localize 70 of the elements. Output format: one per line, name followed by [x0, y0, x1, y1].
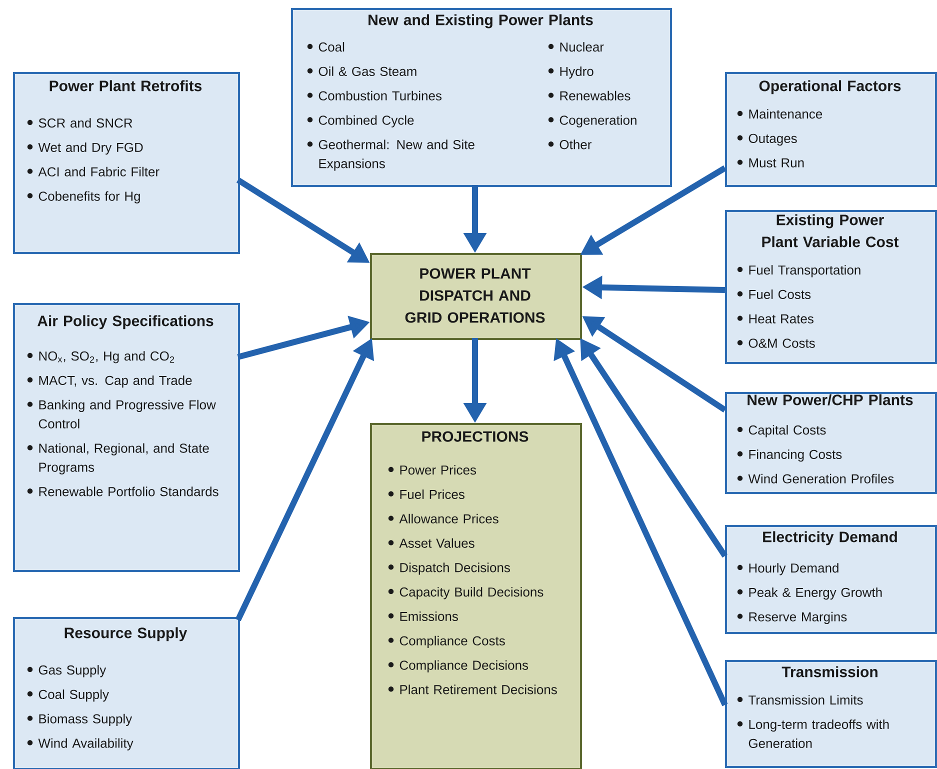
- info-box: [291, 8, 672, 187]
- heading: POWER PLANT DISPATCH AND GRID OPERATIONS: [405, 268, 545, 323]
- heading: New and Existing Power Plants: [368, 14, 593, 28]
- bullet-item: Geothermal: New and Site Expansions: [318, 140, 474, 171]
- bullet-item: Fuel Prices: [400, 489, 464, 500]
- bullet-item: Oil & Gas Steam: [318, 66, 416, 76]
- bullet-item: Maintenance: [749, 109, 822, 119]
- bullet-item: Financing Costs: [749, 449, 842, 462]
- heading: Electricity Demand: [763, 531, 897, 546]
- bullet-item: Nuclear: [560, 42, 604, 52]
- info-box: [13, 72, 240, 254]
- bullet-item: Cobenefits for Hg: [38, 191, 140, 204]
- heading: Air Policy Specifications: [38, 315, 214, 330]
- bullet-item: Fuel Costs: [749, 289, 811, 300]
- bullet-item: Wind Generation Profiles: [748, 474, 894, 484]
- bullet-item: Heat Rates: [749, 314, 814, 324]
- bullet-item: Coal Supply: [38, 689, 109, 702]
- heading: Power Plant Retrofits: [50, 80, 202, 92]
- heading: Operational Factors: [759, 80, 901, 94]
- bullet-item: Renewable Portfolio Standards: [39, 486, 218, 496]
- bullet-item: Banking and Progressive Flow Control: [38, 400, 216, 428]
- bullet-item: Compliance Decisions: [400, 660, 528, 672]
- info-box: [370, 423, 582, 769]
- bullet-item: SCR and SNCR: [38, 118, 132, 128]
- bullet-item: Hydro: [560, 66, 594, 79]
- bullet-item: Capacity Build Decisions: [400, 587, 544, 600]
- bullet-item: Fuel Transportation: [749, 265, 860, 278]
- heading: New Power/CHP Plants: [748, 394, 913, 406]
- heading: PROJECTIONS: [422, 431, 528, 442]
- bullet-item: Plant Retirement Decisions: [400, 684, 557, 694]
- bullet-item: Gas Supply: [38, 665, 106, 678]
- bullet-item: Coal: [318, 42, 344, 52]
- info-box: [13, 617, 240, 769]
- bullet-item: O&M Costs: [748, 338, 815, 348]
- bullet-item: Outages: [748, 134, 797, 146]
- bullet-item: Dispatch Decisions: [400, 562, 510, 575]
- bullet-item: Cogeneration: [560, 115, 636, 128]
- heading: Existing Power Plant Variable Cost: [762, 214, 899, 248]
- bullet-item: Compliance Costs: [400, 636, 505, 648]
- bullet-item: Reserve Margins: [749, 612, 847, 624]
- bullet-item: Peak & Energy Growth: [749, 587, 882, 600]
- bullet-item: Combustion Turbines: [318, 90, 442, 100]
- bullet-item: Other: [560, 140, 592, 150]
- bullet-item: National, Regional, and State Programs: [39, 443, 209, 474]
- bullet-item: Must Run: [749, 158, 804, 168]
- bullet-item: ACI and Fabric Filter: [38, 166, 160, 176]
- bullet-item: Capital Costs: [748, 425, 826, 438]
- info-box: [725, 392, 937, 494]
- info-box: [370, 253, 582, 340]
- info-box: [725, 210, 937, 364]
- bullet-item: MACT, vs. Cap and Trade: [39, 375, 192, 388]
- bullet-item: Emissions: [400, 611, 458, 622]
- info-box: [725, 525, 937, 634]
- bullet-item: Biomass Supply: [39, 714, 132, 726]
- heading: Transmission: [782, 666, 878, 678]
- bullet-item: Power Prices: [400, 465, 476, 475]
- heading: Resource Supply: [64, 627, 188, 642]
- bullet-item: Allowance Prices: [399, 514, 498, 524]
- bullet-item: Wind Availability: [38, 738, 134, 750]
- bullet-item: Renewables: [560, 90, 630, 100]
- bullet-item: Wet and Dry FGD: [38, 142, 143, 155]
- bullet-item: Combined Cycle: [318, 115, 414, 128]
- bullet-item: NO$_{x}$, SO$_{2}$, Hg and CO$_{2}$: [39, 351, 174, 364]
- bullet-item: Hourly Demand: [749, 563, 838, 576]
- bullet-item: Transmission Limits: [748, 695, 863, 705]
- info-box: [725, 72, 937, 187]
- info-box: [13, 303, 240, 572]
- bullet-item: Asset Values: [399, 538, 474, 548]
- bullet-item: Long-term tradeoffs with Generation: [748, 719, 889, 748]
- info-box: [725, 660, 937, 768]
